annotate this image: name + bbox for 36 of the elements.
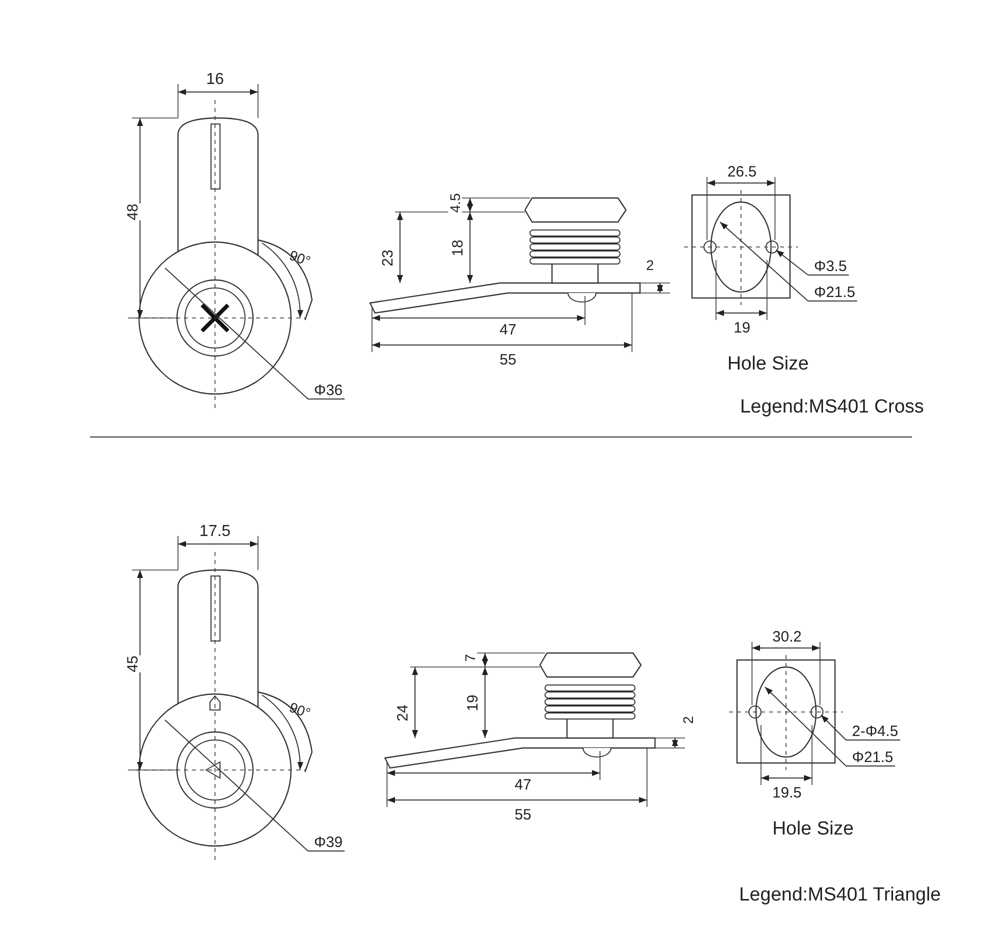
dimension-label: 18 — [450, 240, 466, 256]
caption: Hole Size — [772, 820, 854, 838]
dimension-label: 48 — [126, 204, 140, 220]
leader-line — [820, 714, 901, 740]
dimension-label: Φ36 — [312, 383, 345, 398]
dimension-label: 19.5 — [772, 786, 802, 800]
angle-label: 90° — [288, 700, 312, 720]
dimension-label: 55 — [514, 808, 532, 822]
dimension-label: 45 — [126, 656, 140, 672]
dimension-label: Φ39 — [312, 835, 345, 850]
dimension-label: 2 — [681, 716, 695, 724]
dimension-label: 55 — [500, 352, 516, 368]
legend-text: Legend:MS401 Cross — [740, 398, 924, 416]
dimension-label: 47 — [500, 322, 516, 338]
dimension-label: 19 — [466, 694, 480, 712]
dimension-label: 30.2 — [772, 630, 802, 644]
angle-label: 90° — [288, 248, 312, 268]
dimension-label: 7 — [463, 654, 477, 662]
dimension-label: 23 — [380, 250, 396, 266]
dimension-label: 4.5 — [448, 193, 462, 213]
legend-text: Legend:MS401 Triangle — [739, 886, 941, 904]
leader-line — [776, 250, 850, 276]
caption: Hole Size — [727, 354, 809, 374]
dimension-label: 19 — [734, 320, 750, 336]
dimension-label: Φ21.5 — [812, 285, 858, 300]
leader-line — [720, 222, 858, 302]
dimension-label: 2 — [646, 258, 654, 272]
leader-line — [764, 686, 896, 766]
dimension-label: 24 — [396, 704, 410, 722]
leader-line — [164, 268, 346, 400]
dimension-label: 47 — [514, 778, 532, 792]
dimension-label: 26.5 — [727, 164, 757, 180]
dimension-label: 2-Φ4.5 — [850, 724, 900, 739]
dimension-label: Φ21.5 — [850, 750, 896, 765]
leader-line — [164, 720, 346, 852]
dimension-label: Φ3.5 — [812, 259, 849, 274]
